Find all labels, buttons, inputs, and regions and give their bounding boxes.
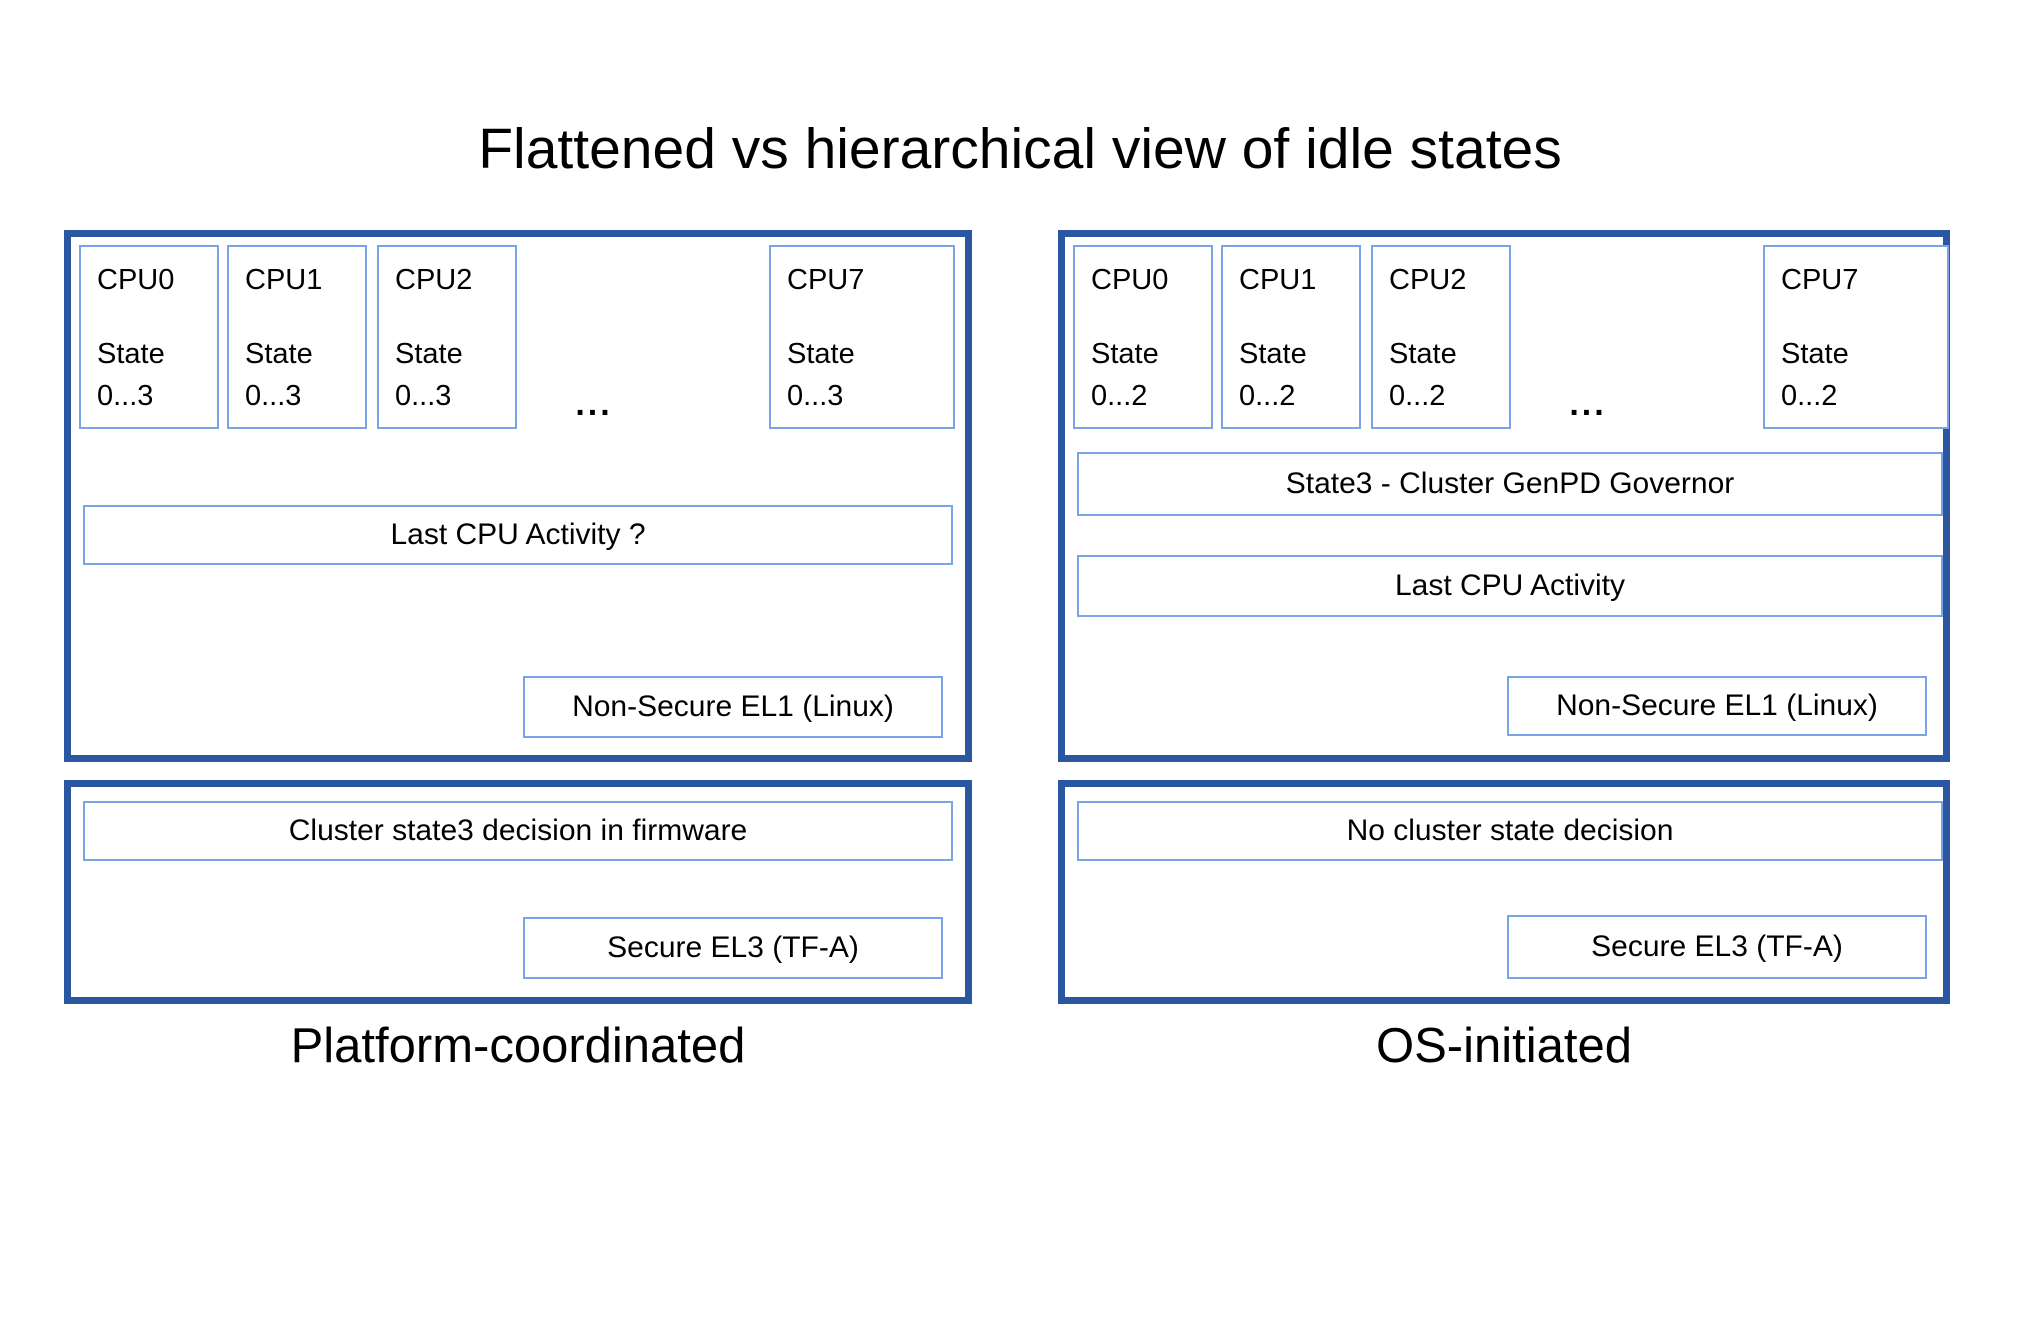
os-initiated-caption: OS-initiated	[1375, 1019, 1632, 1073]
no-cluster-state-decision-box: No cluster state decision	[1077, 801, 1943, 861]
cpu-name: CPU2	[395, 264, 473, 296]
cpu-state-range: 0...2	[1239, 379, 1296, 412]
last-cpu-activity-box: Last CPU Activity ?	[83, 505, 953, 565]
cpu-name: CPU7	[1781, 264, 1859, 296]
secure-el3-box: Secure EL3 (TF-A)	[1507, 915, 1927, 979]
state3-genpd-governor-box: State3 - Cluster GenPD Governor	[1077, 452, 1943, 516]
platform-coordinated-secure-world-box: Cluster state3 decision in firmware Secu…	[64, 780, 972, 1004]
cpu-state: State 0...3	[97, 333, 207, 417]
cpu-state: State 0...2	[1781, 333, 1937, 417]
cpu-state-label: State	[395, 337, 463, 370]
secure-el3-label: Secure EL3 (TF-A)	[1591, 930, 1843, 963]
cpu-box: CPU2 State 0...3	[377, 245, 517, 429]
cpu-box: CPU1 State 0...2	[1221, 245, 1361, 429]
cpu-state-label: State	[1389, 337, 1457, 370]
cpu-state: State 0...2	[1239, 333, 1349, 417]
cpu-state-range: 0...2	[1091, 379, 1148, 412]
cpu-name: CPU7	[787, 264, 865, 296]
non-secure-el1-box: Non-Secure EL1 (Linux)	[523, 676, 943, 738]
cpu-box: CPU7 State 0...2	[1763, 245, 1949, 429]
non-secure-el1-box: Non-Secure EL1 (Linux)	[1507, 676, 1927, 736]
state3-genpd-governor-label: State3 - Cluster GenPD Governor	[1285, 467, 1735, 500]
cpu-state-label: State	[245, 337, 313, 370]
platform-coordinated-caption: Platform-coordinated	[290, 1019, 746, 1073]
cpu-state: State 0...2	[1091, 333, 1201, 417]
cpu-ellipsis: ...	[1569, 385, 1607, 423]
cpu-box: CPU0 State 0...3	[79, 245, 219, 429]
cpu-state-range: 0...2	[1781, 379, 1838, 412]
platform-coordinated-nonsecure-world-box: CPU0 State 0...3 CPU1 State 0...3 CPU2 S…	[64, 230, 972, 762]
cpu-box: CPU1 State 0...3	[227, 245, 367, 429]
cpu-state-label: State	[1091, 337, 1159, 370]
cpu-state-label: State	[1781, 337, 1849, 370]
no-cluster-state-decision-label: No cluster state decision	[1346, 814, 1674, 847]
cpu-state-range: 0...3	[97, 379, 154, 412]
cpu-name: CPU2	[1389, 264, 1467, 296]
last-cpu-activity-label: Last CPU Activity ?	[390, 518, 646, 551]
cpu-state: State 0...3	[395, 333, 505, 417]
cluster-state3-firmware-box: Cluster state3 decision in firmware	[83, 801, 953, 861]
last-cpu-activity-box: Last CPU Activity	[1077, 555, 1943, 617]
last-cpu-activity-label: Last CPU Activity	[1394, 569, 1626, 602]
cpu-state-label: State	[787, 337, 855, 370]
cpu-state-range: 0...3	[245, 379, 302, 412]
cpu-state-range: 0...3	[395, 379, 452, 412]
cpu-state-label: State	[1239, 337, 1307, 370]
cpu-state: State 0...3	[245, 333, 355, 417]
cpu-state-range: 0...2	[1389, 379, 1446, 412]
page-title: Flattened vs hierarchical view of idle s…	[478, 117, 1562, 181]
cpu-state: State 0...2	[1389, 333, 1499, 417]
cluster-state3-firmware-label: Cluster state3 decision in firmware	[288, 814, 748, 847]
os-initiated-nonsecure-world-box: CPU0 State 0...2 CPU1 State 0...2 CPU2 S…	[1058, 230, 1950, 762]
cpu-name: CPU0	[1091, 264, 1169, 296]
cpu-name: CPU1	[245, 264, 323, 296]
cpu-box: CPU7 State 0...3	[769, 245, 955, 429]
cpu-box: CPU2 State 0...2	[1371, 245, 1511, 429]
secure-el3-box: Secure EL3 (TF-A)	[523, 917, 943, 979]
cpu-state-range: 0...3	[787, 379, 844, 412]
cpu-box: CPU0 State 0...2	[1073, 245, 1213, 429]
non-secure-el1-label: Non-Secure EL1 (Linux)	[572, 690, 894, 723]
os-initiated-secure-world-box: No cluster state decision Secure EL3 (TF…	[1058, 780, 1950, 1004]
cpu-state: State 0...3	[787, 333, 943, 417]
non-secure-el1-label: Non-Secure EL1 (Linux)	[1556, 689, 1878, 722]
cpu-state-label: State	[97, 337, 165, 370]
cpu-name: CPU0	[97, 264, 175, 296]
secure-el3-label: Secure EL3 (TF-A)	[607, 931, 859, 964]
cpu-ellipsis: ...	[575, 385, 613, 423]
cpu-name: CPU1	[1239, 264, 1317, 296]
